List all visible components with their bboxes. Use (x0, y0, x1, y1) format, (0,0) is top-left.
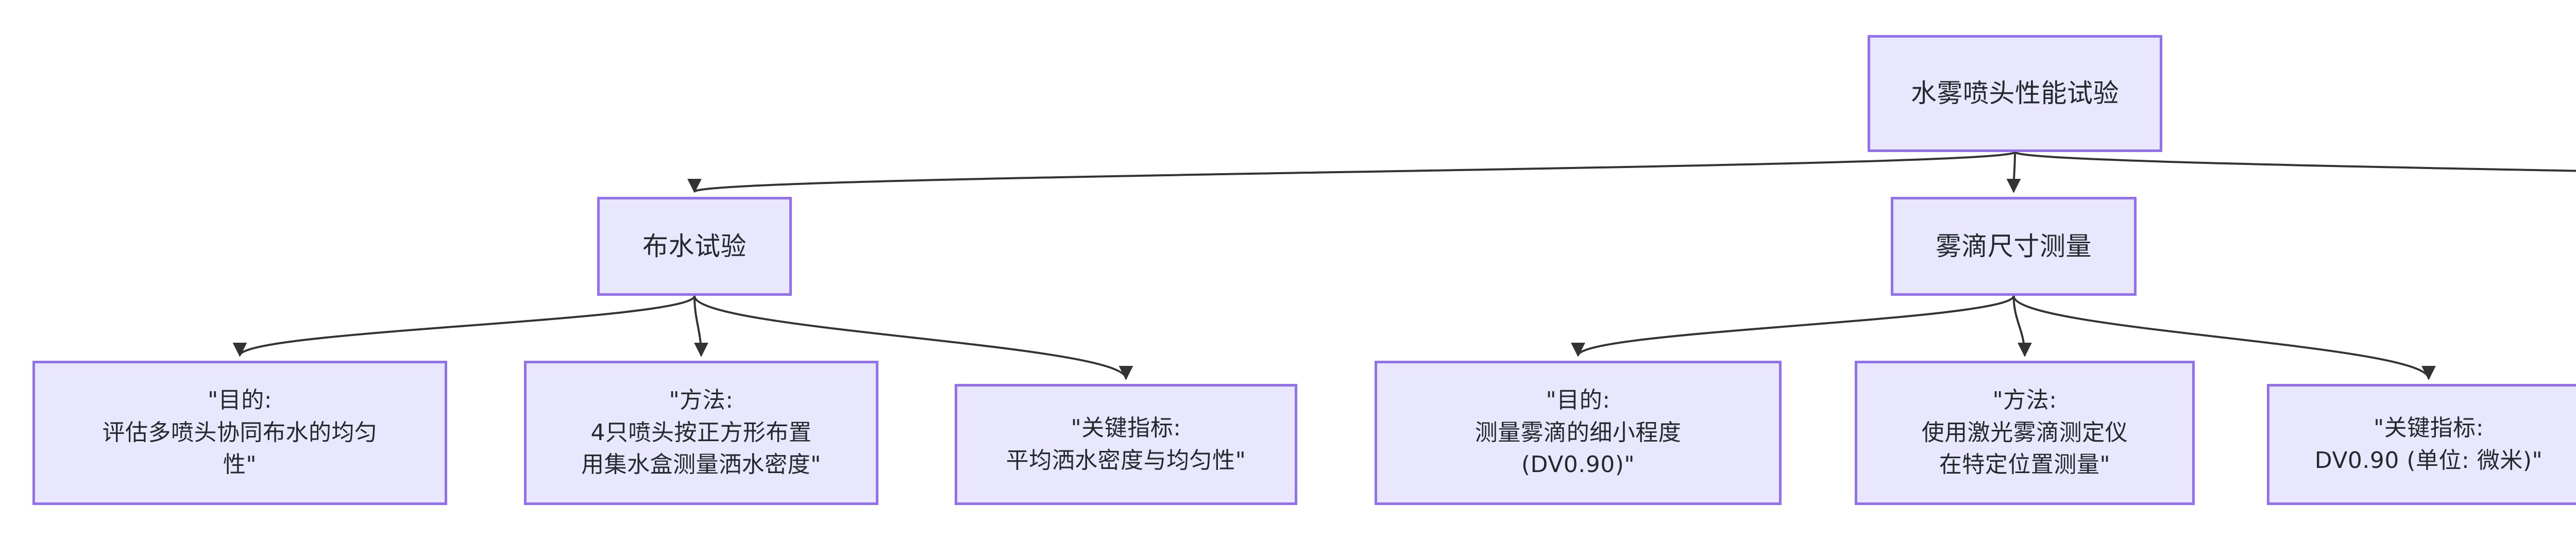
edge-paths (232, 151, 2576, 380)
node-label: 布水试验 (642, 231, 747, 261)
node-label: "目的: 评估多喷头协同布水的均匀 性" (102, 387, 378, 478)
leaf-node-l2[interactable]: "方法: 4只喷头按正方形布置 用集水盒测量洒水密度" (524, 361, 878, 505)
leaf-node-l1[interactable]: "目的: 评估多喷头协同布水的均匀 性" (32, 361, 447, 505)
node-label: 雾滴尺寸测量 (1936, 231, 2092, 261)
edge-b2-to-l5 (2012, 295, 2032, 357)
edge-b1-to-l2 (693, 295, 708, 357)
edge-b2-to-l4 (1571, 295, 2015, 357)
root-node[interactable]: 水雾喷头性能试验 (1868, 35, 2162, 152)
edge-root-to-b3 (2014, 151, 2576, 172)
node-label: "方法: 4只喷头按正方形布置 用集水盒测量洒水密度" (581, 387, 821, 478)
node-label: "目的: 测量雾滴的细小程度 (DV0.90)" (1475, 387, 1682, 478)
edge-root-to-b2 (2006, 152, 2021, 193)
edge-b1-to-l1 (232, 295, 696, 357)
leaf-node-l3[interactable]: "关键指标: 平均洒水密度与均匀性" (955, 384, 1297, 505)
node-label: "关键指标: DV0.90 (单位: 微米)" (2314, 415, 2543, 474)
branch-node-b1[interactable]: 布水试验 (597, 197, 792, 296)
node-label: 水雾喷头性能试验 (1911, 78, 2119, 108)
node-label: "方法: 使用激光雾滴测定仪 在特定位置测量" (1921, 387, 2128, 478)
leaf-node-l6[interactable]: "关键指标: DV0.90 (单位: 微米)" (2267, 384, 2576, 505)
leaf-node-l4[interactable]: "目的: 测量雾滴的细小程度 (DV0.90)" (1375, 361, 1782, 505)
leaf-node-l5[interactable]: "方法: 使用激光雾滴测定仪 在特定位置测量" (1855, 361, 2195, 505)
edge-root-to-b1 (688, 151, 2016, 193)
branch-node-b2[interactable]: 雾滴尺寸测量 (1891, 197, 2137, 296)
node-label: "关键指标: 平均洒水密度与均匀性" (1006, 415, 1246, 474)
